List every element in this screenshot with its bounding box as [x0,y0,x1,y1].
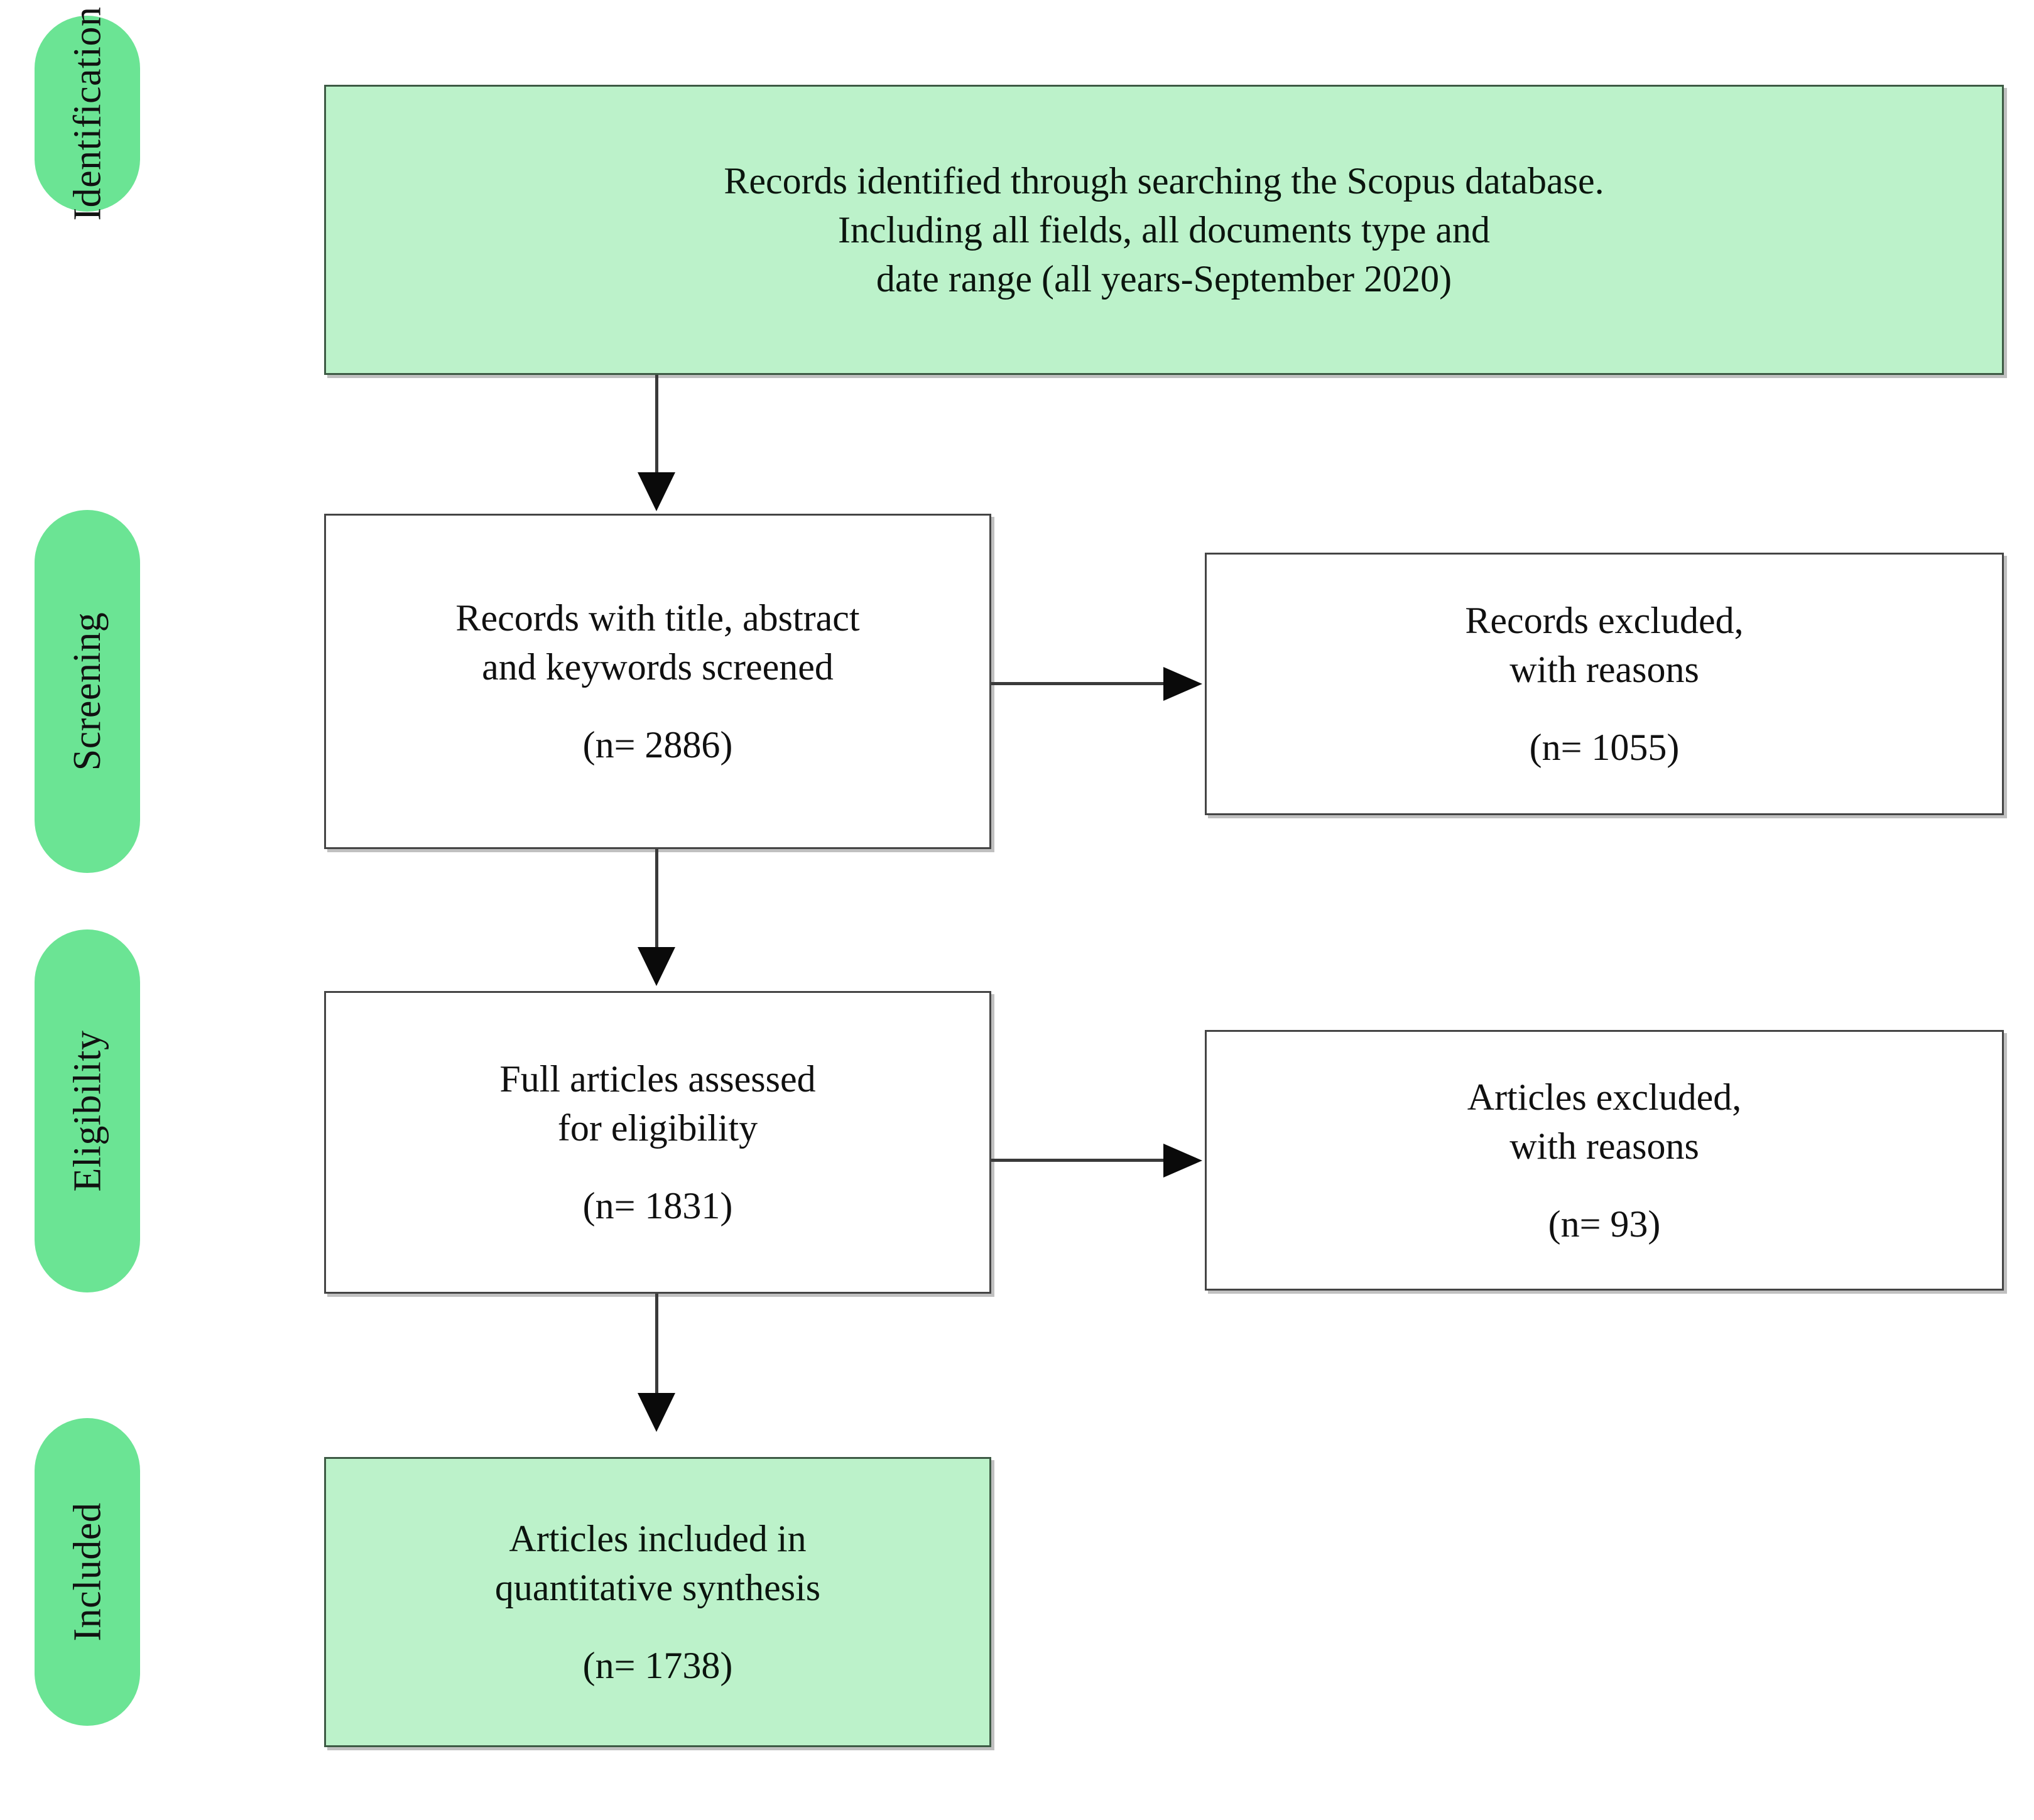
stage-pill-identification: Identification [35,7,140,220]
stage-label-eligibility: Eligibility [66,1030,109,1192]
box-articles-excluded: Articles excluded, with reasons (n= 93) [1205,1030,2004,1291]
stage-label-included: Included [66,1502,109,1642]
box-articles-excluded-line-1: Articles excluded, [1467,1076,1742,1118]
box-identification-line-1: Records identified through searching the… [724,160,1604,202]
box-articles-included: Articles included in quantitative synthe… [324,1457,991,1747]
box-records-screened-count: (n= 2886) [582,724,733,766]
stage-pill-eligibility: Eligibility [35,929,140,1292]
arrowhead-screening-to-records-excluded [1163,667,1202,701]
box-identification-line-2: Including all fields, all documents type… [837,209,1491,251]
box-records-excluded-line-1: Records excluded, [1465,600,1744,641]
box-records-screened-line-1: Records with title, abstract [455,597,860,639]
stage-label-screening: Screening [66,612,109,771]
box-records-excluded-line-2: with reasons [1509,649,1699,690]
box-full-articles-assessed-line-2: for eligibility [557,1107,758,1149]
box-articles-included-count: (n= 1738) [582,1645,733,1686]
stage-label-identification: Identification [66,6,109,221]
box-identification: Records identified through searching the… [324,85,2004,375]
stage-pill-included: Included [35,1418,140,1726]
box-full-articles-assessed-count: (n= 1831) [582,1185,733,1227]
connector-eligibility-to-articles-excluded [991,1159,1171,1162]
arrowhead-identification-to-screening [638,472,675,511]
box-records-excluded: Records excluded, with reasons (n= 1055) [1205,553,2004,815]
box-identification-line-3: date range (all years-September 2020) [876,258,1452,300]
connector-screening-to-eligibility [655,849,658,955]
arrowhead-eligibility-to-included [638,1393,675,1432]
arrowhead-eligibility-to-articles-excluded [1163,1144,1202,1178]
box-records-excluded-count: (n= 1055) [1529,727,1680,768]
box-articles-excluded-count: (n= 93) [1548,1203,1661,1245]
box-records-screened: Records with title, abstract and keyword… [324,514,991,849]
box-articles-included-line-1: Articles included in [509,1518,807,1559]
box-articles-included-line-2: quantitative synthesis [494,1567,821,1608]
stage-pill-screening: Screening [35,510,140,873]
connector-screening-to-records-excluded [991,682,1171,685]
box-records-screened-line-2: and keywords screened [482,646,834,688]
box-full-articles-assessed: Full articles assessed for eligibility (… [324,991,991,1294]
box-articles-excluded-line-2: with reasons [1509,1125,1699,1167]
connector-identification-to-screening [655,375,658,482]
arrowhead-screening-to-eligibility [638,947,675,986]
connector-eligibility-to-included [655,1294,658,1400]
box-full-articles-assessed-line-1: Full articles assessed [499,1058,816,1100]
